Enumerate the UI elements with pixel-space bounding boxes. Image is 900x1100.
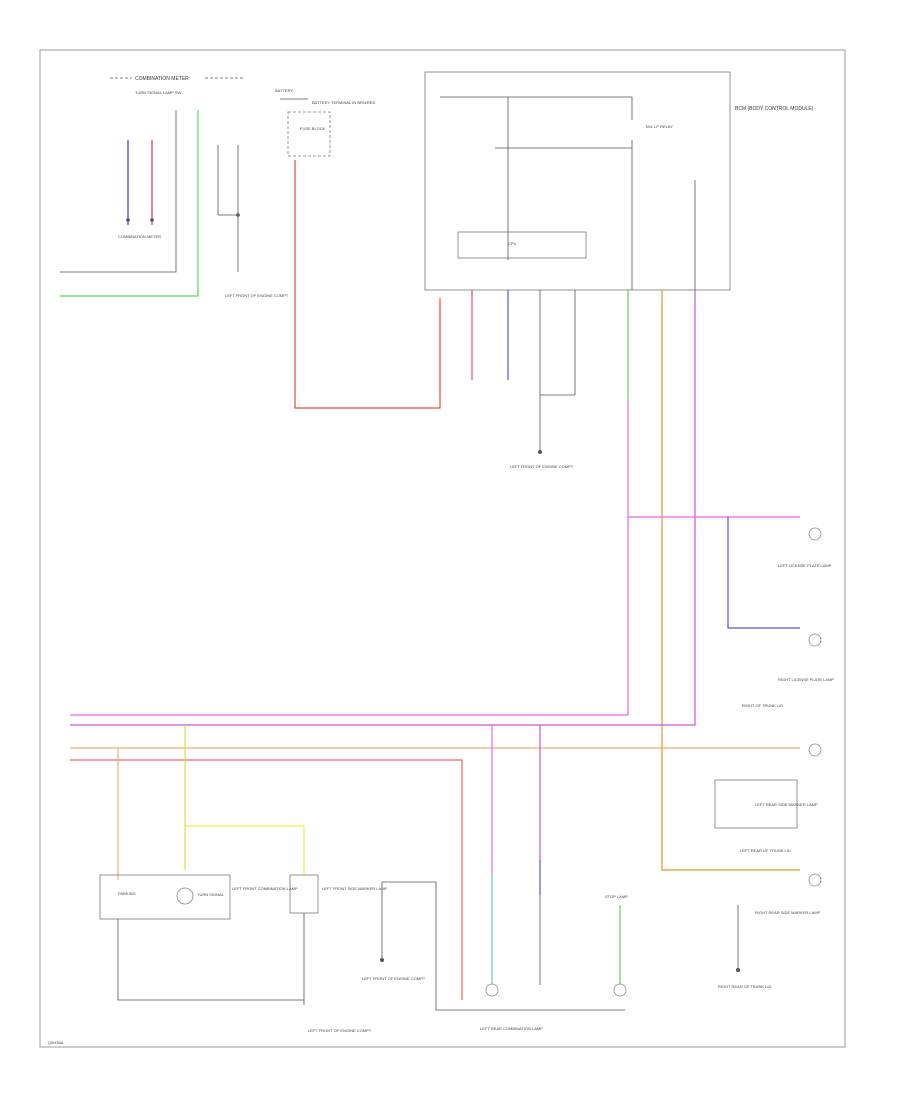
wire-violet — [70, 290, 696, 726]
ground-label-5: LEFT FRONT OF ENGINE COMPT — [308, 1028, 372, 1033]
wire-battery-red — [294, 160, 441, 409]
wire-front-ground — [117, 919, 304, 1001]
section-subheading: TURN SIGNAL LAMP SW — [135, 90, 181, 95]
license-right-bulb — [808, 633, 822, 647]
front-left-lamp-label: LEFT FRONT COMBINATION LAMP — [232, 886, 298, 891]
fuse-note: BATTERY TERMINAL IN BRN/RED — [312, 100, 375, 105]
rear-side-left-label: LEFT REAR SIDE MARKER LAMP — [755, 802, 818, 807]
wire-rear-combo-frame — [382, 881, 625, 1011]
footer-code: Q5H36A — [48, 1040, 64, 1045]
ground-label-1: LEFT FRONT OF ENGINE COMPT — [225, 293, 289, 298]
rear-side-left-frame — [714, 779, 798, 829]
ground-label-4: RIGHT REAR OF TRUNK LID — [718, 984, 772, 989]
license-left-bulb — [808, 527, 822, 541]
ground-symbol-2 — [538, 450, 542, 454]
wire-left-1 — [60, 270, 177, 273]
rear-left-lamp-label: LEFT REAR OF TRUNK LID — [740, 848, 791, 853]
fuse-block-label: BATTERY — [275, 88, 293, 93]
module-cpu: CPU — [508, 241, 517, 246]
fuse-box — [287, 111, 331, 157]
wire-yellow-horizontal — [185, 825, 305, 875]
wire-license-right — [727, 517, 800, 629]
license-left-label: LEFT LICENSE PLATE LAMP — [778, 563, 832, 568]
rear-side-left-bulb — [808, 743, 822, 757]
license-right-label: RIGHT LICENSE PLATE LAMP — [778, 677, 834, 682]
bcm-cpu — [457, 231, 587, 259]
brake-bulb — [613, 983, 627, 997]
module-relay: TAIL LP RELAY — [645, 124, 673, 129]
bcm-module — [424, 71, 731, 291]
turn-label: TURN SIGNAL — [197, 892, 225, 897]
ground-label-3: RIGHT OF TRUNK LID — [742, 703, 783, 708]
front-left-lamp-box — [99, 874, 231, 920]
wire-orange-vertical — [661, 290, 800, 871]
diagram-border — [39, 49, 846, 1048]
rear-side-right-bulb — [808, 873, 822, 887]
brake-lamp-label: STOP LAMP — [605, 894, 628, 899]
module-title: BCM (BODY CONTROL MODULE) — [735, 106, 814, 112]
meter-connector: COMBINATION METER — [118, 110, 240, 295]
side-marker-label: LEFT FRONT SIDE MARKER LAMP — [322, 886, 388, 891]
rear-side-right-label: RIGHT REAR SIDE MARKER LAMP — [755, 910, 821, 915]
ground-symbol-4 — [736, 968, 740, 972]
turn-bulb — [176, 887, 194, 905]
wire-left-green — [60, 290, 199, 297]
ground-label-2: LEFT FRONT OF ENGINE COMPT — [510, 464, 574, 469]
rear-combination-label: LEFT REAR COMBINATION LAMP — [480, 1026, 543, 1031]
fuse-box-label: FUSE BLOCK — [300, 126, 326, 131]
rear-tail-bulb — [485, 983, 499, 997]
ground-label-6: LEFT FRONT OF ENGINE COMPT — [362, 976, 426, 981]
parking-label: PARKING — [118, 891, 136, 896]
bcm-bus-top — [440, 96, 633, 120]
wire-red-horizontal — [70, 759, 463, 1000]
meter-note: COMBINATION METER — [118, 234, 161, 239]
ground-symbol-6 — [380, 958, 384, 962]
side-marker-box — [289, 874, 319, 914]
section-heading: COMBINATION METER — [135, 76, 189, 82]
